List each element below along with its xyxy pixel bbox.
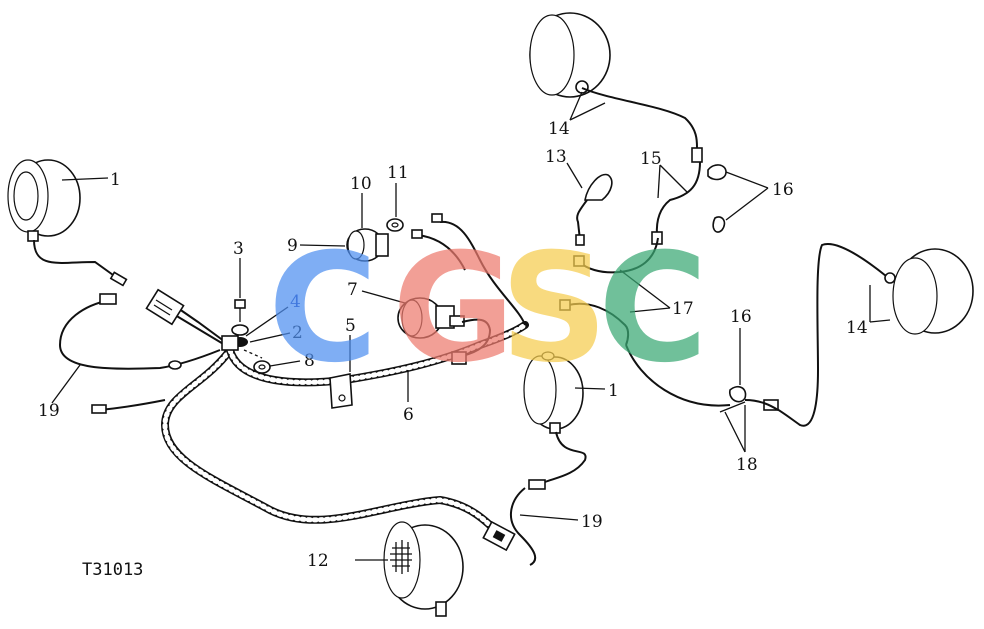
nut-11: [386, 218, 404, 232]
switch-relay-7: [397, 213, 526, 365]
work-lamp-1-center: [523, 351, 587, 490]
callout-6: 6: [403, 405, 414, 425]
callout-3: 3: [233, 239, 244, 259]
switch-9: [346, 228, 389, 262]
callout-19-center: 19: [581, 512, 603, 532]
leader-lines: [51, 91, 891, 561]
watermark-letter-s: S: [500, 222, 608, 396]
callout-9: 9: [287, 236, 298, 256]
callout-4: 4: [290, 292, 301, 312]
jumper-wires-17: [559, 237, 731, 407]
work-lamp-14-right: [763, 243, 974, 427]
clip-16-top: [707, 164, 727, 233]
callout-14-right: 14: [846, 318, 868, 338]
work-lamp-1-left: [7, 159, 128, 287]
drawing-reference-code: T31013: [82, 560, 143, 580]
watermark-letter-c1: C: [268, 222, 378, 396]
callout-5: 5: [345, 316, 356, 336]
screw-3: [234, 299, 246, 322]
callout-2: 2: [292, 323, 303, 343]
watermark-letter-g: G: [392, 222, 515, 396]
callout-8: 8: [304, 351, 315, 371]
callout-16-right: 16: [730, 307, 752, 327]
nut-8: [253, 360, 271, 374]
work-lamp-14-top: [529, 12, 703, 163]
callout-11: 11: [387, 163, 409, 183]
flood-lamp-12: [383, 521, 464, 617]
clip-16-right: [729, 386, 747, 403]
jumper-wire-19-left: [58, 293, 221, 370]
lead-wires-18: [719, 399, 779, 413]
lead-wire-13: [575, 173, 613, 246]
main-wiring-harness: [91, 288, 529, 552]
watermark-letter-c2: C: [598, 222, 708, 396]
callout-16-top: 16: [772, 180, 794, 200]
callout-19-left: 19: [38, 401, 60, 421]
callout-1-left: 1: [110, 170, 121, 190]
callout-18: 18: [736, 455, 758, 475]
callout-14-top: 14: [548, 119, 570, 139]
callout-12: 12: [307, 551, 329, 571]
callout-17: 17: [672, 299, 694, 319]
callout-7: 7: [347, 280, 358, 300]
callout-1-center: 1: [608, 381, 619, 401]
watermark-logo: C G S C: [268, 222, 708, 396]
lamp-grille: [390, 540, 412, 574]
terminal-stack-2-4: [221, 324, 263, 359]
jumper-wire-19-center: [510, 487, 537, 566]
callout-13: 13: [545, 147, 567, 167]
callout-15: 15: [640, 149, 662, 169]
callout-labels: 1 1 2 3 4 5 6 7 8 9 10 11 12 13 14 14 15…: [38, 119, 868, 571]
mounting-bracket-5: [329, 373, 353, 409]
callout-10: 10: [350, 174, 372, 194]
